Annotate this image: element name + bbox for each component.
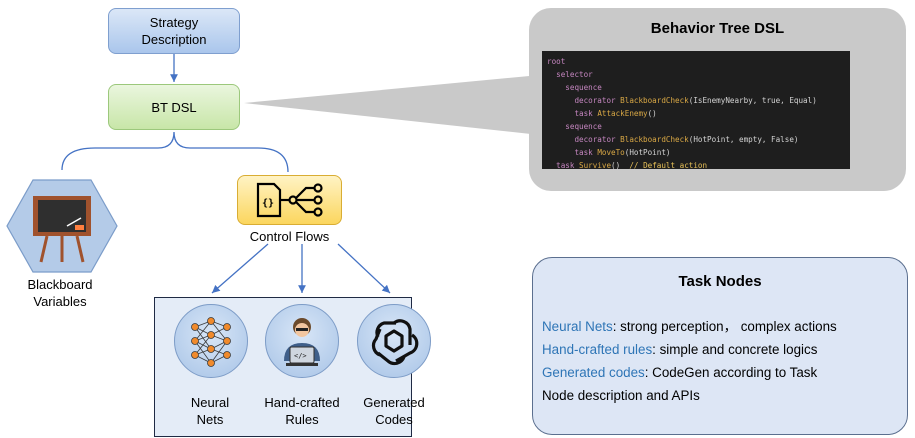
generated-codes-label: Generated Codes — [363, 395, 425, 427]
task-key-handcrafted: Hand-crafted rules — [542, 342, 653, 357]
strategy-description-label: Strategy Description — [141, 15, 207, 47]
behavior-tree-dsl-title: Behavior Tree DSL — [650, 20, 785, 37]
control-flows-label: Control Flows — [249, 229, 330, 244]
neural-nets-label: Neural Nets — [190, 395, 230, 427]
code-args-5: () — [611, 161, 621, 170]
svg-text:{}: {} — [262, 198, 274, 209]
callout-wedge — [244, 75, 540, 135]
neural-net-icon — [191, 317, 231, 367]
svg-text:</>: </> — [294, 352, 307, 360]
code-comment: // Default action — [629, 161, 708, 170]
code-line-3: sequence — [547, 81, 845, 94]
code-args-3: (HotPoint, empty, False) — [688, 135, 799, 144]
brace-connector — [61, 131, 289, 173]
generated-codes-circle — [357, 304, 431, 378]
control-flow-icon: {} — [256, 182, 323, 218]
dsl-code-block: root selector sequence decorator Blackbo… — [542, 51, 850, 172]
code-fn-blackboardcheck-1: BlackboardCheck — [620, 96, 689, 105]
code-line-7: decorator BlackboardCheck(HotPoint, empt… — [547, 133, 845, 146]
code-line-4: decorator BlackboardCheck(IsEnemyNearby,… — [547, 94, 845, 107]
task-key-generated: Generated codes — [542, 365, 645, 380]
hand-crafted-rules-label: Hand-crafted Rules — [264, 395, 340, 427]
task-line-generated: Generated codes: CodeGen according to Ta… — [542, 364, 817, 382]
code-task-3: task — [556, 161, 575, 170]
code-line-8: task MoveTo(HotPoint) — [547, 146, 845, 159]
task-line-generated-cont: Node description and APIs — [542, 388, 700, 403]
arrow-cf-to-codes — [337, 243, 391, 294]
task-text-generated: : CodeGen according to Task — [644, 365, 818, 380]
code-selector: selector — [556, 70, 593, 79]
task-key-neural: Neural Nets — [542, 319, 613, 334]
code-root: root — [547, 57, 566, 66]
code-decorator-2: decorator — [574, 135, 616, 144]
code-line-1: root — [547, 55, 845, 68]
code-decorator-1: decorator — [574, 96, 616, 105]
strategy-description-node: Strategy Description — [108, 8, 240, 54]
code-fn-blackboardcheck-2: BlackboardCheck — [620, 135, 689, 144]
code-sequence-1: sequence — [565, 83, 602, 92]
programmer-icon: </> — [284, 318, 320, 366]
hand-crafted-rules-circle: </> — [265, 304, 339, 378]
code-args-2: () — [647, 109, 657, 118]
task-text-handcrafted: : simple and concrete logics — [652, 342, 818, 357]
blackboard-icon — [6, 179, 118, 273]
task-nodes-panel — [532, 257, 908, 435]
code-task-1: task — [574, 109, 593, 118]
code-args-4: (HotPoint) — [624, 148, 671, 157]
code-line-9: task Survive() // Default action — [547, 159, 845, 172]
neural-nets-circle — [174, 304, 248, 378]
arrow-cf-to-neural — [211, 243, 269, 294]
code-task-2: task — [574, 148, 593, 157]
blackboard-variables-label: Blackboard Variables — [27, 277, 93, 309]
code-fn-moveto: MoveTo — [597, 148, 625, 157]
task-nodes-title: Task Nodes — [678, 273, 762, 290]
task-line-neural: Neural Nets: strong perception， complex … — [542, 318, 837, 336]
code-line-6: sequence — [547, 120, 845, 133]
code-line-5: task AttackEnemy() — [547, 107, 845, 120]
task-text-neural: : strong perception， complex actions — [612, 319, 837, 334]
code-line-2: selector — [547, 68, 845, 81]
bt-dsl-label: BT DSL — [151, 99, 197, 115]
task-line-handcrafted: Hand-crafted rules: simple and concrete … — [542, 341, 817, 359]
code-args-1: (IsEnemyNearby, true, Equal) — [688, 96, 817, 105]
code-sequence-2: sequence — [565, 122, 602, 131]
control-flows-node: {} — [237, 175, 342, 225]
code-fn-attackenemy: AttackEnemy — [597, 109, 648, 118]
openai-logo-icon — [371, 319, 419, 366]
bt-dsl-node: BT DSL — [108, 84, 240, 130]
code-fn-survive: Survive — [579, 161, 612, 170]
